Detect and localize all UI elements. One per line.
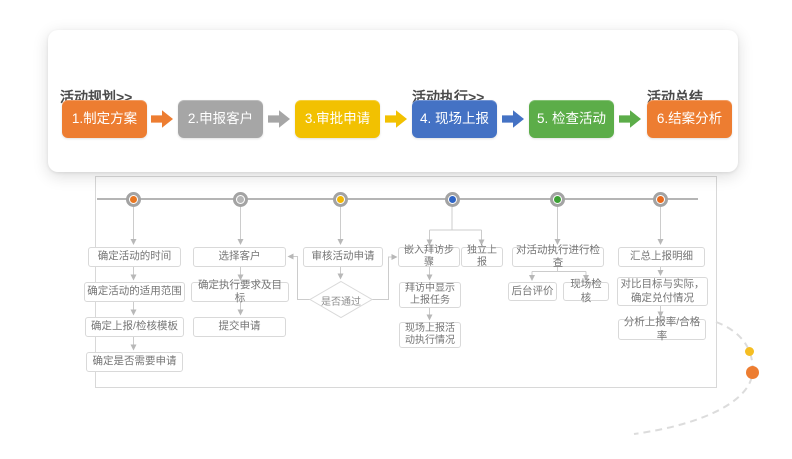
decor-dot-orange (746, 366, 759, 379)
step-arrow-icon-2 (268, 110, 290, 128)
timeline-node-4 (444, 191, 460, 207)
timeline-node-1-dot (130, 195, 137, 203)
timeline-node-2-dot (237, 195, 244, 203)
flow-box-review-apply: 审核活动申请 (303, 247, 383, 267)
timeline-node-6-dot (657, 195, 664, 203)
flow-box-exec-target: 确定执行要求及目标 (191, 279, 289, 304)
step-box-5: 5. 检查活动 (529, 100, 614, 138)
flow-box-onsite-report: 现场上报活动执行情况 (399, 322, 461, 348)
flow-box-standalone: 独立上报 (461, 245, 503, 268)
timeline-node-2 (233, 191, 248, 207)
flow-box-activity-time: 确定活动的时间 (88, 247, 181, 267)
flow-box-summary-detail: 汇总上报明细 (618, 247, 705, 267)
flow-box-report-template: 确定上报/检核模板 (85, 317, 184, 337)
timeline-node-5 (550, 191, 565, 207)
flow-box-visit-task: 拜访中显示上报任务 (399, 282, 461, 308)
step-arrow-icon-3 (385, 110, 407, 128)
step-arrow-icon-5 (619, 110, 641, 128)
workflow-card: 活动规划>> 活动执行>> 活动总结 1.制定方案 2.申报客户 3.审批申请 … (48, 30, 738, 172)
flow-box-activity-scope: 确定活动的适用范围 (84, 282, 185, 302)
timeline-node-3 (333, 191, 348, 207)
timeline-node-5-dot (554, 195, 561, 203)
timeline-node-1 (126, 191, 141, 207)
flow-box-check-execution: 对活动执行进行检查 (512, 244, 604, 269)
step-arrow-icon-4 (502, 110, 524, 128)
step-box-1: 1.制定方案 (62, 100, 147, 138)
decision-label: 是否通过 (321, 297, 361, 308)
step-box-3: 3.审批申请 (295, 100, 380, 138)
flow-box-analyze-rate: 分析上报率/合格率 (618, 316, 706, 342)
timeline-node-3-dot (337, 195, 344, 203)
step-box-2: 2.申报客户 (178, 100, 263, 138)
step-box-4: 4. 现场上报 (412, 100, 497, 138)
decor-dot-yellow (744, 346, 754, 356)
timeline-line (97, 198, 698, 200)
timeline-node-4-dot (448, 195, 456, 203)
flow-box-submit-apply: 提交申请 (193, 317, 286, 337)
flow-box-need-apply: 确定是否需要申请 (86, 352, 183, 372)
step-arrow-icon-1 (151, 110, 173, 128)
flow-box-select-customer: 选择客户 (193, 247, 286, 267)
timeline-node-6 (653, 191, 668, 207)
flow-box-onsite-check: 现场检核 (563, 278, 609, 304)
flow-box-backend-review: 后台评价 (508, 282, 557, 301)
step-box-6: 6.结案分析 (647, 100, 732, 138)
flow-box-embed-visit: 嵌入拜访步骤 (398, 245, 460, 268)
flow-box-compare-target: 对比目标与实际，确定兑付情况 (617, 277, 708, 306)
